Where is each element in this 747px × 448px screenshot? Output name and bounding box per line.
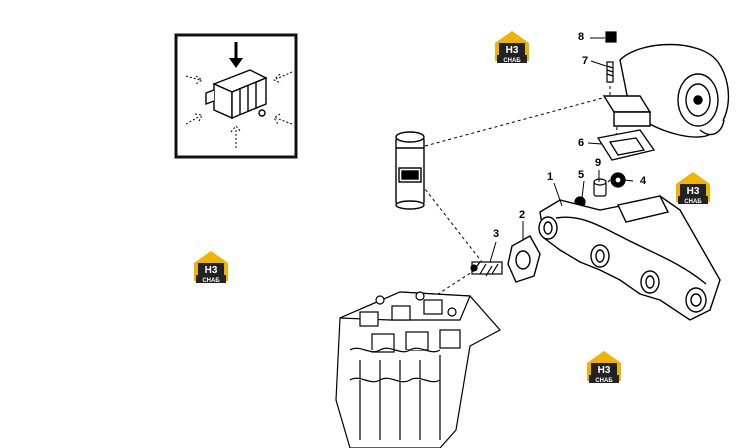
leader-lines	[489, 37, 634, 263]
svg-text:H3: H3	[205, 265, 218, 276]
filter-can-icon	[395, 131, 425, 210]
stud-and-nut-icon	[605, 31, 617, 83]
svg-text:CHAБ: CHAБ	[684, 199, 702, 205]
svg-text:H3: H3	[687, 186, 700, 197]
spring-stud-icon	[470, 261, 503, 277]
svg-text:CHAБ: CHAБ	[503, 58, 521, 64]
svg-text:CHAБ: CHAБ	[595, 378, 613, 384]
callout-1: 1	[547, 171, 554, 183]
callout-6: 6	[578, 137, 585, 149]
inset-instruction-box	[174, 33, 298, 159]
watermark-logo-3: H3 CHAБ	[194, 251, 228, 284]
watermark-logo-2: H3 CHAБ	[676, 172, 710, 205]
svg-text:H3: H3	[598, 365, 611, 376]
gasket-2-icon	[507, 235, 541, 283]
svg-text:H3: H3	[506, 45, 519, 56]
fittings-icon	[574, 172, 626, 208]
callout-4: 4	[640, 175, 647, 187]
callout-2: 2	[519, 209, 526, 221]
inward-arrows-icon	[185, 71, 293, 148]
watermark-logo-1: H3 CHAБ	[495, 31, 529, 64]
turbocharger-icon	[602, 43, 730, 138]
callout-8: 8	[578, 31, 585, 43]
down-arrow-icon	[229, 42, 243, 68]
exhaust-manifold-icon	[538, 195, 721, 321]
watermark-logo-4: H3 CHAБ	[587, 351, 621, 384]
cylinder-head-icon	[335, 291, 501, 448]
callout-9: 9	[595, 157, 602, 169]
component-block-icon	[205, 69, 268, 120]
callout-7: 7	[582, 55, 589, 67]
callout-5: 5	[578, 169, 585, 181]
gasket-6-icon	[596, 129, 656, 161]
callout-3: 3	[493, 228, 500, 240]
svg-text:CHAБ: CHAБ	[202, 278, 220, 284]
